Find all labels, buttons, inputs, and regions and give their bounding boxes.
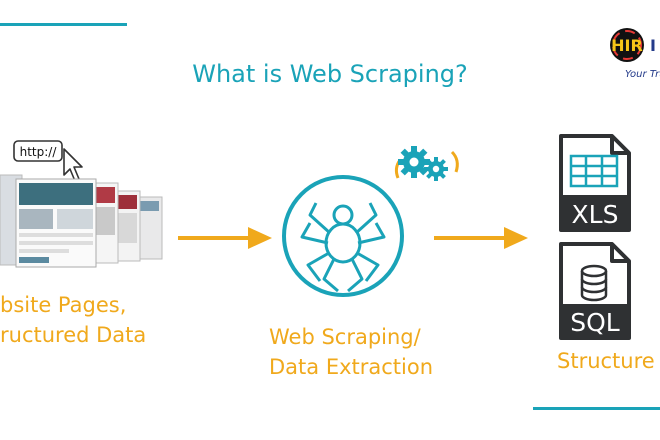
database-icon [580, 264, 608, 302]
brand-logo: HIR I Your Tru [606, 26, 660, 82]
page-title: What is Web Scraping? [192, 60, 468, 88]
xls-file-label: XLS [572, 200, 619, 229]
web-pages-stack [0, 174, 163, 268]
url-bubble: http:// [13, 140, 63, 162]
logo-text-cut: I [650, 36, 656, 55]
sql-file-icon: SQL [559, 242, 631, 340]
spider-icon [282, 175, 404, 297]
website-pages-illustration: http:// [0, 135, 175, 280]
xls-file-icon: XLS [559, 134, 631, 232]
source-label-line2: ructured Data [0, 323, 147, 347]
source-label-line1: bsite Pages, [0, 293, 127, 317]
bottom-accent-line [533, 407, 660, 410]
arrow-right-icon [178, 227, 272, 249]
cursor-icon [63, 148, 83, 182]
output-label: Structure [557, 349, 655, 373]
logo-mark: HIR I [610, 28, 656, 62]
process-label-line2: Data Extraction [269, 355, 434, 379]
logo-text: HIR [611, 36, 643, 55]
spreadsheet-icon [569, 154, 619, 188]
process-label-line1: Web Scraping/ [269, 325, 421, 349]
gears-icon [394, 146, 459, 181]
url-text: http:// [20, 145, 58, 159]
sql-file-label: SQL [570, 308, 620, 337]
top-accent-line [0, 23, 127, 26]
arrow-right-icon [434, 227, 528, 249]
logo-tagline: Your Tru [625, 69, 660, 80]
